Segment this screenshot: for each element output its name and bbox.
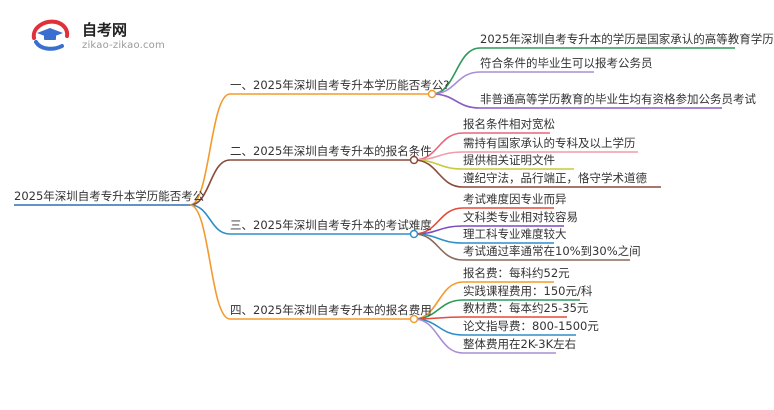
leaf-label: 需持有国家承认的专科及以上学历 (463, 136, 636, 150)
leaf-label: 理工科专业难度较大 (463, 227, 567, 241)
leaf-label: 符合条件的毕业生可以报考公务员 (480, 56, 653, 70)
leaf-label: 2025年深圳自考专升本的学历是国家承认的高等教育学历 (480, 32, 774, 46)
leaf-2-1: 报名条件相对宽松 (463, 117, 555, 131)
leaf-4-3: 教材费：每本约25-35元 (463, 301, 588, 315)
leaf-4-5: 整体费用在2K-3K左右 (463, 337, 576, 351)
branch-4-node: 四、2025年深圳自考专升本的报名费用 (230, 303, 432, 317)
branch-2-hub (409, 155, 419, 165)
leaf-label: 教材费：每本约25-35元 (463, 301, 589, 315)
logo-subtitle: zikao-zikao.com (82, 40, 165, 51)
branch-1-node: 一、2025年深圳自考专升本学历能否考公? (230, 78, 449, 92)
leaf-2-3: 提供相关证明文件 (463, 153, 555, 167)
leaf-4-4: 论文指导费：800-1500元 (463, 319, 599, 333)
graduation-cap-icon (31, 19, 70, 51)
leaf-label: 文科类专业相对较容易 (463, 210, 578, 224)
root-label: 2025年深圳自考专升本学历能否考公 (14, 189, 205, 203)
leaf-label: 论文指导费：800-1500元 (463, 319, 599, 333)
leaf-1-3: 非普通高等学历教育的毕业生均有资格参加公务员考试 (480, 92, 756, 106)
root-node: 2025年深圳自考专升本学历能否考公 (14, 189, 204, 203)
logo-title: 自考网 (82, 21, 128, 39)
mindmap-connectors (14, 47, 735, 354)
leaf-label: 考试通过率通常在10%到30%之间 (463, 244, 641, 258)
leaf-4-4-connector (413, 318, 464, 336)
site-logo[interactable]: 自考网 zikao-zikao.com (30, 18, 170, 54)
leaf-label: 提供相关证明文件 (463, 153, 555, 167)
branch-3-node: 三、2025年深圳自考专升本的考试难度 (230, 218, 432, 232)
leaf-label: 整体费用在2K-3K左右 (463, 337, 577, 351)
leaf-1-2-connector (431, 71, 481, 95)
branch-1-hub (427, 89, 437, 99)
branch-3-label: 三、2025年深圳自考专升本的考试难度 (230, 218, 432, 232)
branch-3-connector (189, 204, 231, 235)
leaf-3-3: 理工科专业难度较大 (463, 227, 567, 241)
branch-1-connector (189, 93, 231, 206)
branch-4-connector (189, 204, 231, 320)
branch-3-hub (409, 229, 419, 239)
leaf-1-1: 2025年深圳自考专升本的学历是国家承认的高等教育学历 (480, 32, 774, 46)
leaf-label: 遵纪守法，品行端正，恪守学术道德 (463, 171, 647, 185)
leaf-3-2: 文科类专业相对较容易 (463, 210, 578, 224)
branch-2-node: 二、2025年深圳自考专升本的报名条件 (230, 144, 432, 158)
branch-1-label: 一、2025年深圳自考专升本学历能否考公? (230, 78, 450, 92)
leaf-1-3-connector (431, 93, 481, 109)
leaf-3-1: 考试难度因专业而异 (463, 192, 567, 206)
leaf-label: 实践课程费用：150元/科 (463, 284, 593, 298)
leaf-2-4: 遵纪守法，品行端正，恪守学术道德 (463, 171, 647, 185)
branch-2-connector (189, 159, 231, 206)
leaf-label: 非普通高等学历教育的毕业生均有资格参加公务员考试 (480, 92, 756, 106)
leaf-4-5-connector (413, 318, 464, 354)
leaf-3-4: 考试通过率通常在10%到30%之间 (463, 244, 641, 258)
leaf-3-4-connector (413, 233, 464, 261)
branch-2-label: 二、2025年深圳自考专升本的报名条件 (230, 144, 432, 158)
leaf-4-1: 报名费：每科约52元 (463, 266, 570, 280)
leaf-4-2: 实践课程费用：150元/科 (463, 284, 592, 298)
leaf-label: 报名条件相对宽松 (463, 117, 555, 131)
leaf-label: 考试难度因专业而异 (463, 192, 567, 206)
branch-4-hub (409, 314, 419, 324)
leaf-2-2: 需持有国家承认的专科及以上学历 (463, 136, 636, 150)
leaf-2-4-connector (413, 159, 464, 188)
leaf-1-2: 符合条件的毕业生可以报考公务员 (480, 56, 653, 70)
leaf-label: 报名费：每科约52元 (463, 266, 570, 280)
branch-4-label: 四、2025年深圳自考专升本的报名费用 (230, 303, 432, 317)
